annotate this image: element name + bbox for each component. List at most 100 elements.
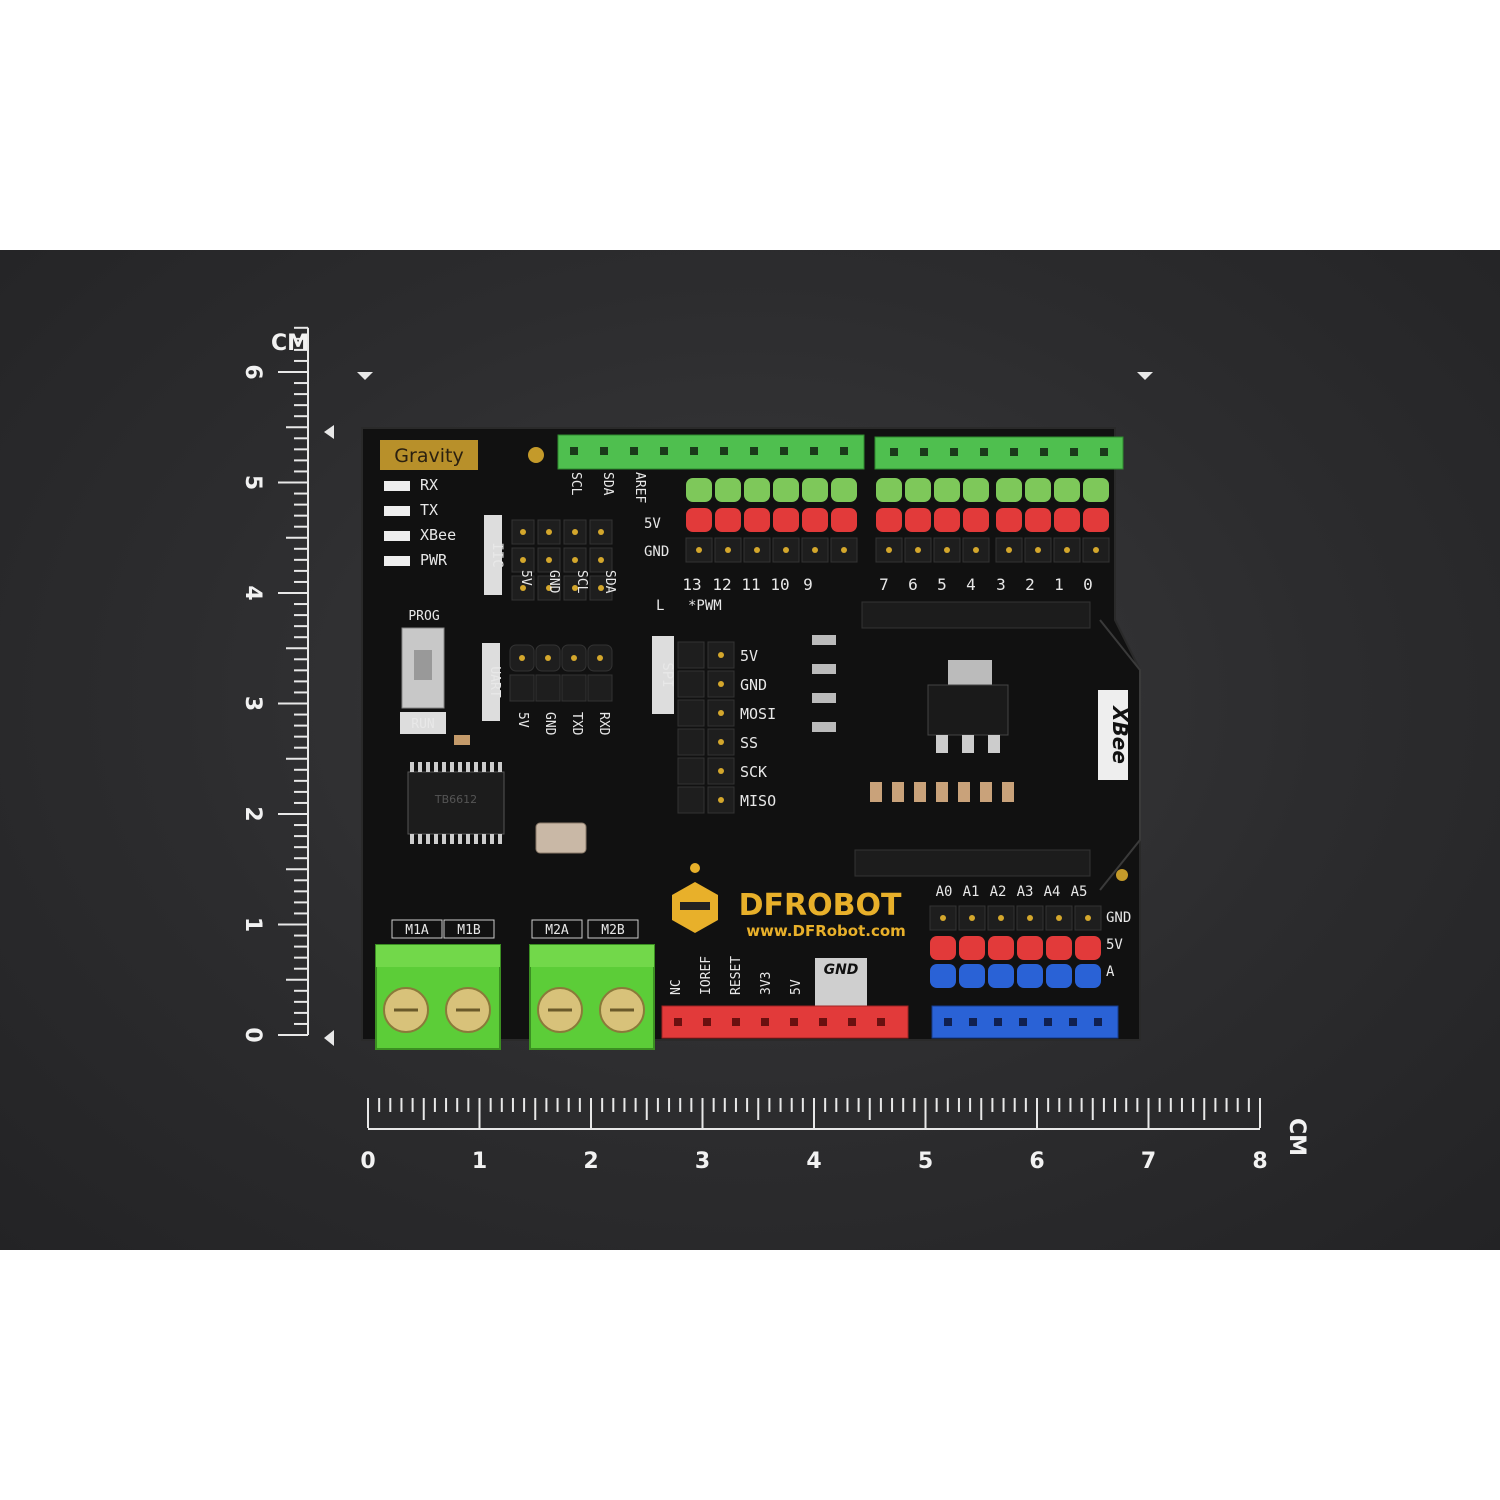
- analog-pin-label: A5: [1071, 884, 1088, 900]
- header-hole: [810, 447, 818, 455]
- digital-pin-label: 4: [966, 575, 976, 594]
- pin-cap-vcc: [930, 936, 956, 960]
- header-hole: [761, 1018, 769, 1026]
- pin-socket: [707, 641, 735, 669]
- logo-eyes: [680, 902, 710, 910]
- top-pin-label: SDA: [600, 472, 615, 496]
- pin: [1035, 547, 1041, 553]
- ruler-label: 2: [583, 1149, 598, 1174]
- pin: [1085, 915, 1091, 921]
- pin-cap-signal: [934, 478, 960, 502]
- pin: [718, 681, 724, 687]
- pin-cap-vcc: [1054, 508, 1080, 532]
- power-header: [661, 1005, 909, 1039]
- header-hole: [732, 1018, 740, 1026]
- smd-capacitor: [454, 735, 470, 745]
- regulator-pin: [962, 735, 974, 753]
- chip-pin: [442, 762, 446, 772]
- pin-cap-vcc: [802, 508, 828, 532]
- pin-cap-vcc: [1075, 936, 1101, 960]
- gnd-badge: GND: [824, 962, 859, 978]
- pin-cap-signal: [959, 964, 985, 988]
- pin-socket: [677, 786, 705, 814]
- rail-label: 5V: [644, 516, 661, 532]
- pin-cap-vcc: [905, 508, 931, 532]
- header-hole: [980, 448, 988, 456]
- header-hole: [674, 1018, 682, 1026]
- gravity-logo: [380, 440, 478, 470]
- terminal-top: [376, 945, 500, 967]
- chip-pin: [426, 762, 430, 772]
- pin: [519, 655, 525, 661]
- spi-label-box: [652, 636, 674, 714]
- screw-terminals: [375, 944, 655, 1050]
- chip-pin: [426, 834, 430, 844]
- pin: [1093, 547, 1099, 553]
- pin: [546, 557, 552, 563]
- led-icon: [384, 531, 410, 541]
- pin: [998, 915, 1004, 921]
- ruler-label: 1: [472, 1149, 487, 1174]
- analog-rail-label: A: [1106, 964, 1115, 980]
- terminal-top: [530, 945, 654, 967]
- pin: [572, 529, 578, 535]
- pin-cap-signal: [996, 478, 1022, 502]
- header-hole: [877, 1018, 885, 1026]
- spi-pin-label: GND: [740, 676, 767, 694]
- header-top-right: [874, 436, 1124, 470]
- pin: [597, 655, 603, 661]
- pin: [973, 547, 979, 553]
- analog-pin-label: A3: [1017, 884, 1034, 900]
- smd-resistor: [892, 782, 904, 802]
- pin-cap-signal: [930, 964, 956, 988]
- motor-label-box: [391, 919, 443, 939]
- mount-hole: [1116, 869, 1128, 881]
- pin-cap-vcc: [934, 508, 960, 532]
- led-icon: [384, 556, 410, 566]
- top-headers: [557, 434, 1124, 470]
- switch-knob[interactable]: [414, 650, 432, 680]
- pin-socket: [677, 641, 705, 669]
- chip-pin: [434, 834, 438, 844]
- chip-pin: [450, 834, 454, 844]
- header-hole: [920, 448, 928, 456]
- chip-pin: [450, 762, 454, 772]
- ruler-label: 7: [1141, 1149, 1156, 1174]
- chip-pin: [410, 834, 414, 844]
- pin-socket: [707, 728, 735, 756]
- pin: [1056, 915, 1062, 921]
- pin-cap-vcc: [744, 508, 770, 532]
- digital-pin-label: 12: [712, 575, 731, 594]
- chip-pins: [410, 762, 502, 844]
- ruler-marker-icon: [324, 425, 334, 439]
- pin: [545, 655, 551, 661]
- motor-label: M1B: [457, 923, 481, 938]
- chip-marking: TB6612: [434, 793, 477, 806]
- digital-pin-label: 7: [879, 575, 889, 594]
- digital-pin-label: 5: [937, 575, 947, 594]
- pin-cap-signal: [1083, 478, 1109, 502]
- pin-cap-vcc: [996, 508, 1022, 532]
- led-icon: [384, 506, 410, 516]
- motor-label: M2A: [545, 923, 569, 938]
- power-pin-label: IOREF: [699, 956, 714, 995]
- chip-pin: [498, 834, 502, 844]
- horizontal-ruler-ticks: [367, 1098, 1261, 1130]
- pin: [940, 915, 946, 921]
- pin-cap-signal: [1046, 964, 1072, 988]
- xbee-label-box: [1098, 690, 1128, 780]
- header-hole: [570, 447, 578, 455]
- smd-resistor: [914, 782, 926, 802]
- pin-cap-signal: [1075, 964, 1101, 988]
- chip-pin: [442, 834, 446, 844]
- spi-pin-label: MOSI: [740, 705, 776, 723]
- chip-pin: [482, 762, 486, 772]
- pin-socket: [677, 699, 705, 727]
- pin: [598, 529, 604, 535]
